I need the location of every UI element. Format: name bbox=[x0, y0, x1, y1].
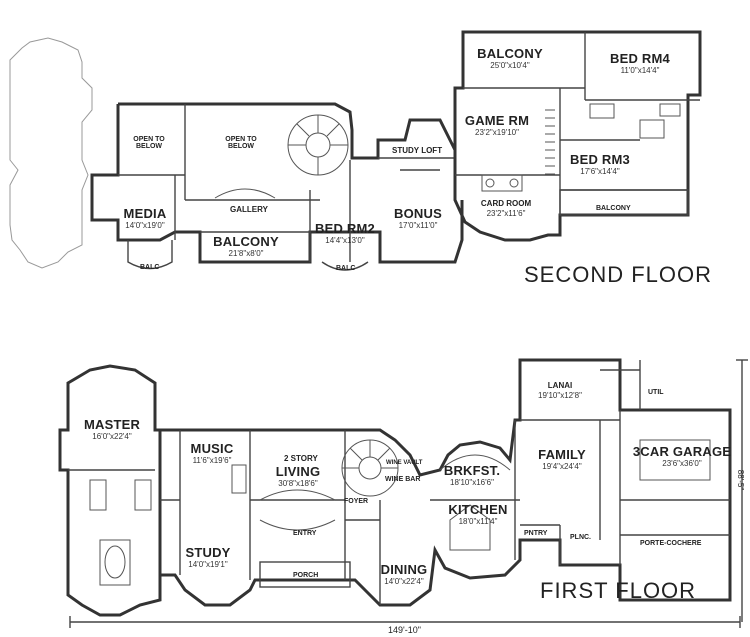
room-2-story: 2 STORY bbox=[284, 454, 318, 463]
room-brkfst: BRKFST. 18'10"x16'6" bbox=[444, 464, 500, 487]
room-dims: 14'0"x19'1" bbox=[188, 560, 228, 569]
room-entry: ENTRY bbox=[293, 530, 317, 537]
room-dims: 23'2"x11'6" bbox=[486, 209, 526, 218]
room-lanai: LANAI 19'10"x12'8" bbox=[538, 382, 582, 400]
room-game-rm: GAME RM 23'2"x19'10" bbox=[465, 114, 529, 137]
room-balcony-lower: BALCONY 21'8"x8'0" bbox=[213, 235, 279, 258]
room-dims: 11'0"x14'4" bbox=[620, 66, 660, 75]
room-dims: 23'2"x19'10" bbox=[475, 128, 519, 137]
room-porch: PORCH bbox=[293, 572, 319, 579]
room-music: MUSIC 11'6"x19'6" bbox=[191, 442, 234, 465]
room-gallery: GALLERY bbox=[230, 205, 268, 214]
room-bed-rm3: BED RM3 17'6"x14'4" bbox=[570, 153, 630, 176]
room-bed-rm4: BED RM4 11'0"x14'4" bbox=[610, 52, 670, 75]
room-bed-rm2: BED RM2 14'4"x13'0" bbox=[315, 222, 375, 245]
room-name: 3CAR GARAGE bbox=[632, 444, 732, 459]
room-dims: 14'0"x22'4" bbox=[384, 577, 424, 586]
room-media: MEDIA 14'0"x19'0" bbox=[124, 207, 167, 230]
room-dims: 18'10"x16'6" bbox=[450, 478, 494, 487]
room-bonus: BONUS 17'0"x11'0" bbox=[394, 207, 442, 230]
room-balcony-upper: BALCONY 25'0"x10'4" bbox=[477, 47, 543, 70]
room-dims: 14'4"x13'0" bbox=[325, 236, 365, 245]
room-dims: 25'0"x10'4" bbox=[490, 61, 530, 70]
room-name: DINING bbox=[380, 562, 428, 577]
room-name: STUDY bbox=[185, 545, 231, 560]
room-name: BALCONY bbox=[477, 46, 543, 61]
room-name: LANAI bbox=[547, 381, 573, 390]
room-dims: 17'0"x11'0" bbox=[398, 221, 438, 230]
room-dims: 16'0"x22'4" bbox=[92, 432, 132, 441]
room-porte-cochere: PORTE-COCHERE bbox=[640, 540, 702, 547]
room-name: BONUS bbox=[394, 206, 442, 221]
room-name: BED RM4 bbox=[610, 51, 670, 66]
room-dims: 21'8"x8'0" bbox=[228, 249, 264, 258]
overall-depth-dimension: 88'-5" bbox=[736, 469, 746, 491]
room-name: MEDIA bbox=[123, 206, 167, 221]
room-study-loft: STUDY LOFT bbox=[392, 146, 443, 155]
second-floor-title: SECOND FLOOR bbox=[524, 262, 713, 287]
first-floor-plan bbox=[58, 358, 748, 628]
room-name: MUSIC bbox=[190, 441, 234, 456]
room-plnc: PLNC. bbox=[570, 534, 591, 541]
room-util: UTIL bbox=[648, 389, 664, 396]
room-wine-vault: WINE VAULT bbox=[386, 460, 423, 466]
room-name: BALCONY bbox=[213, 234, 279, 249]
room-kitchen: KITCHEN 18'0"x11'4" bbox=[448, 503, 507, 526]
open-to-below-center: OPEN TO BELOW bbox=[225, 136, 257, 150]
room-balc-right: BALC bbox=[336, 265, 356, 272]
room-dims: 14'0"x19'0" bbox=[125, 221, 165, 230]
room-name: GAME RM bbox=[464, 113, 530, 128]
room-study: STUDY 14'0"x19'1" bbox=[185, 546, 230, 569]
room-dims: 23'6"x36'0" bbox=[662, 459, 702, 468]
room-dims: 19'10"x12'8" bbox=[538, 391, 582, 400]
room-3car-garage: 3CAR GARAGE 23'6"x36'0" bbox=[633, 445, 731, 468]
room-family: FAMILY 19'4"x24'4" bbox=[538, 448, 586, 471]
room-wine-bar: WINE BAR bbox=[385, 476, 421, 483]
room-pntry: PNTRY bbox=[524, 530, 548, 537]
room-name: MASTER bbox=[83, 417, 141, 432]
room-dims: 17'6"x14'4" bbox=[580, 167, 620, 176]
room-dims: 18'0"x11'4" bbox=[458, 517, 498, 526]
second-floor-plan bbox=[9, 30, 702, 271]
room-name: BRKFST. bbox=[443, 463, 501, 478]
room-name: KITCHEN bbox=[448, 502, 508, 517]
room-dims: 30'8"x18'6" bbox=[278, 479, 318, 488]
room-balcony-right: BALCONY bbox=[596, 205, 631, 212]
room-dims: 11'6"x19'6" bbox=[192, 456, 232, 465]
overall-width-dimension: 149'-10" bbox=[388, 625, 421, 635]
room-master: MASTER 16'0"x22'4" bbox=[84, 418, 140, 441]
room-balc-left: BALC bbox=[140, 264, 160, 271]
room-name: BED RM3 bbox=[570, 152, 630, 167]
room-name: CARD ROOM bbox=[480, 199, 532, 208]
room-dining: DINING 14'0"x22'4" bbox=[381, 563, 428, 586]
room-name: LIVING bbox=[275, 464, 321, 479]
first-floor-title: FIRST FLOOR bbox=[540, 578, 697, 603]
room-card-room: CARD ROOM 23'2"x11'6" bbox=[481, 200, 531, 218]
room-living: LIVING 30'8"x18'6" bbox=[276, 465, 321, 488]
room-name: FAMILY bbox=[538, 447, 586, 462]
room-foyer: FOYER bbox=[344, 498, 369, 505]
room-name: BED RM2 bbox=[315, 221, 375, 236]
open-to-below-left: OPEN TO BELOW bbox=[133, 136, 165, 150]
room-dims: 19'4"x24'4" bbox=[542, 462, 582, 471]
